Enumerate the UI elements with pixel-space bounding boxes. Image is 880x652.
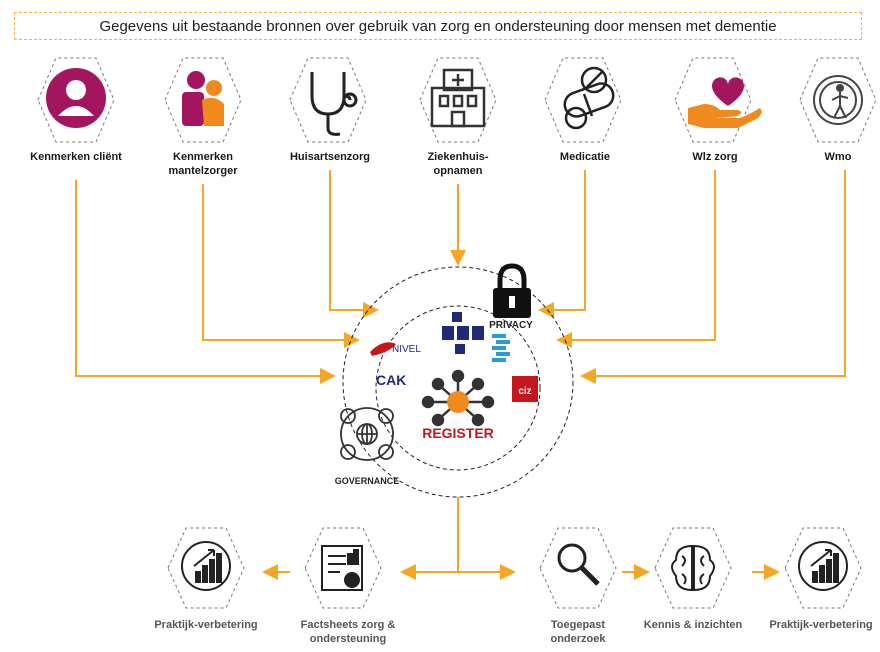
hex-source-1	[37, 57, 115, 143]
governance-icon	[340, 407, 394, 461]
source-label-7: Wmo	[824, 151, 852, 163]
source-label-2: Kenmerken mantelzorger	[168, 151, 238, 177]
stethoscope-icon	[310, 72, 358, 136]
register-label: REGISTER	[422, 425, 494, 441]
cak-label: CAK	[376, 372, 406, 388]
hex-output-1	[167, 527, 245, 609]
hex-output-3	[539, 527, 617, 609]
factsheet-icon	[321, 545, 363, 591]
brain-icon	[671, 544, 715, 592]
register-network-icon	[421, 369, 495, 427]
hex-source-7	[799, 57, 877, 143]
outer-circle	[342, 266, 574, 498]
source-label-4: Ziekenhuis-opnamen	[427, 151, 489, 177]
hex-source-4	[419, 57, 497, 143]
header-title: Gegevens uit bestaande bronnen over gebr…	[14, 12, 862, 40]
ciz-logo	[512, 376, 538, 402]
hex-source-6	[674, 57, 752, 143]
source-label-5: Medicatie	[559, 151, 611, 163]
dhd-logo	[442, 312, 484, 354]
hex-source-5	[544, 57, 622, 143]
person-circle-icon	[46, 68, 106, 128]
hand-heart-icon	[688, 77, 762, 128]
output-label-4: Kennis & inzichten	[643, 619, 743, 631]
output-label-3: Toegepast onderzoek	[550, 619, 606, 645]
caregiver-icon	[182, 71, 224, 126]
output-label-1: Praktijk-verbetering	[154, 619, 258, 631]
growth-chart-icon	[798, 541, 848, 591]
source-label-3: Huisartsenzorg	[289, 151, 371, 163]
output-label-5: Praktijk-verbetering	[769, 619, 873, 631]
magnifier-icon	[557, 543, 600, 586]
nivel-logo	[370, 342, 396, 356]
ciz-label: ciz	[518, 386, 531, 397]
hex-source-3	[289, 57, 367, 143]
inner-circle	[375, 305, 541, 471]
governance-label: GOVERNANCE	[335, 476, 400, 486]
output-label-2: Factsheets zorg & ondersteuning	[300, 619, 396, 645]
source-label-6: Wlz zorg	[692, 151, 738, 163]
hex-source-2	[164, 57, 242, 143]
support-icon	[813, 75, 863, 125]
cbs-logo	[492, 334, 510, 362]
nivel-label: NIVEL	[392, 344, 421, 355]
lock-icon	[493, 263, 531, 318]
hex-output-2	[304, 527, 382, 609]
pills-icon	[563, 66, 615, 130]
hex-output-4	[654, 527, 732, 609]
hospital-icon	[430, 68, 486, 128]
source-label-1: Kenmerken cliënt	[30, 151, 122, 163]
hex-output-5	[784, 527, 862, 609]
growth-chart-icon	[181, 541, 231, 591]
privacy-label: PRIVACY	[489, 320, 533, 331]
